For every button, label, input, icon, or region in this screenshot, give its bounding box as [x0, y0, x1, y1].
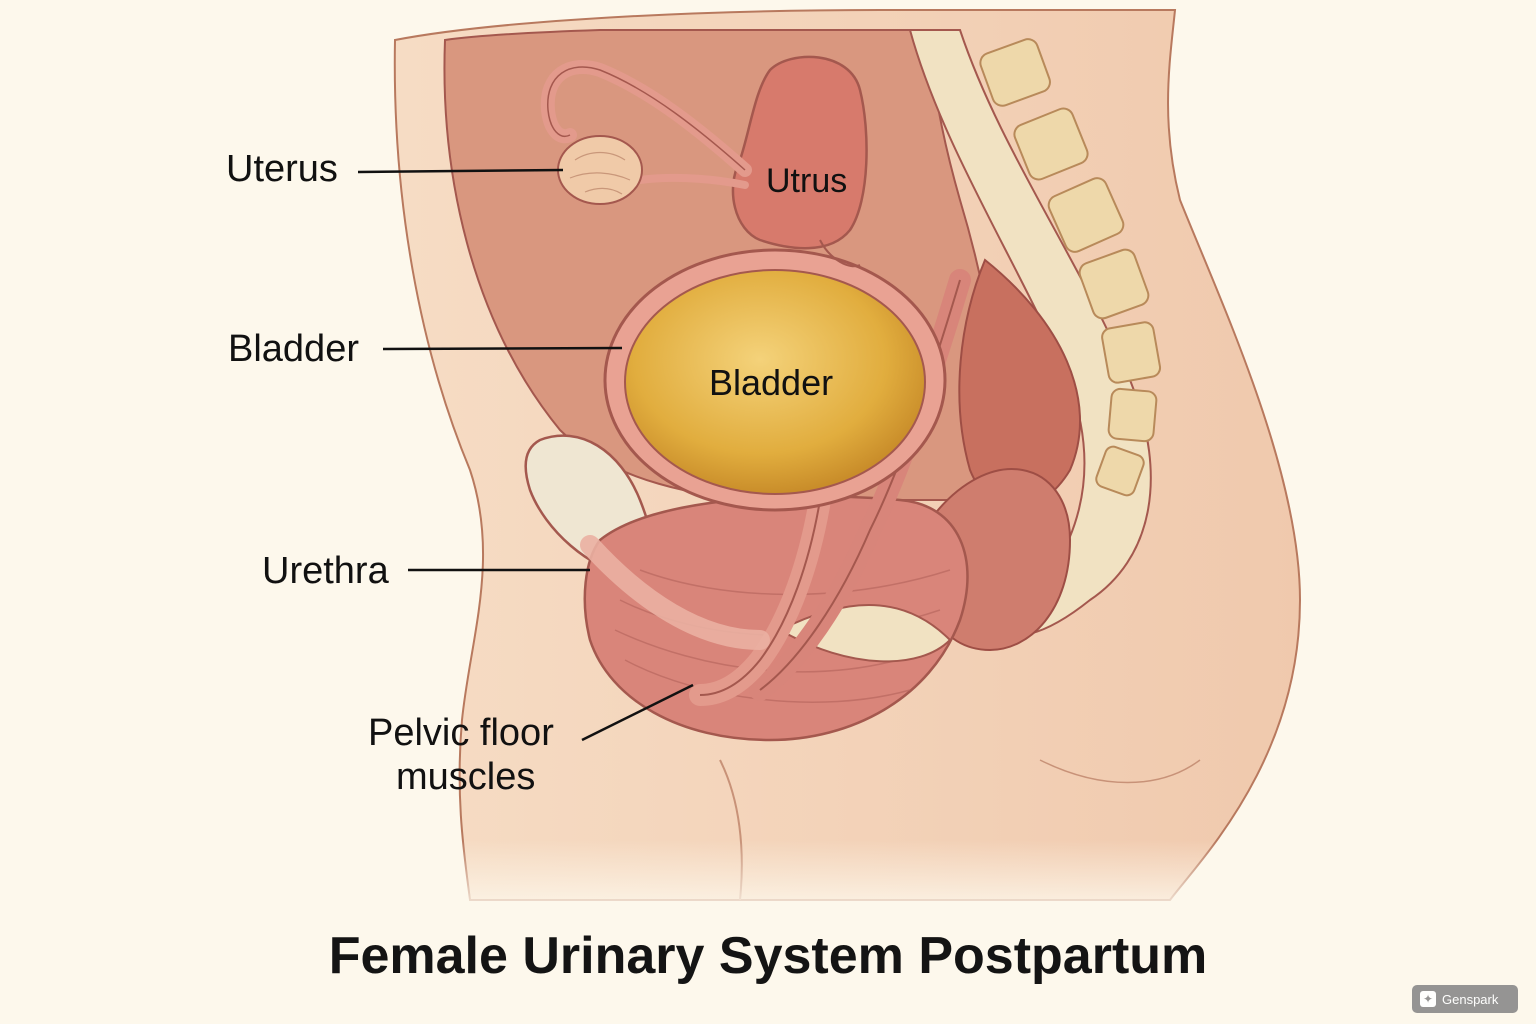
ovary — [557, 135, 643, 205]
label-pelvic-floor-line2: muscles — [396, 756, 536, 798]
watermark: ✦ Genspark — [1412, 985, 1518, 1013]
label-pelvic-floor-line1: Pelvic floor — [368, 712, 554, 754]
label-uterus-inner: Utrus — [766, 162, 848, 200]
bottom-fade — [380, 840, 1280, 920]
diagram-title: Female Urinary System Postpartum — [328, 927, 1208, 985]
ovarian-ligament — [636, 173, 749, 189]
vertebrae — [979, 38, 1162, 497]
fallopian-tube-outline — [547, 66, 746, 171]
ovary-texture — [569, 151, 631, 195]
label-uterus: Uterus — [226, 148, 338, 190]
leader-pelvic-floor — [581, 683, 694, 742]
genspark-logo-icon: ✦ — [1420, 991, 1436, 1007]
label-urethra: Urethra — [262, 550, 389, 592]
leader-bladder — [382, 346, 623, 351]
bladder — [624, 269, 926, 495]
label-bladder-inner: Bladder — [709, 362, 834, 403]
label-bladder: Bladder — [228, 328, 359, 370]
leader-uterus — [357, 168, 564, 174]
cervix — [819, 239, 861, 268]
urethra-sheath — [580, 535, 770, 650]
urethra-outline — [699, 499, 821, 696]
leader-lines — [357, 168, 694, 742]
watermark-text: Genspark — [1442, 991, 1499, 1007]
buttock-crease — [1039, 759, 1201, 784]
